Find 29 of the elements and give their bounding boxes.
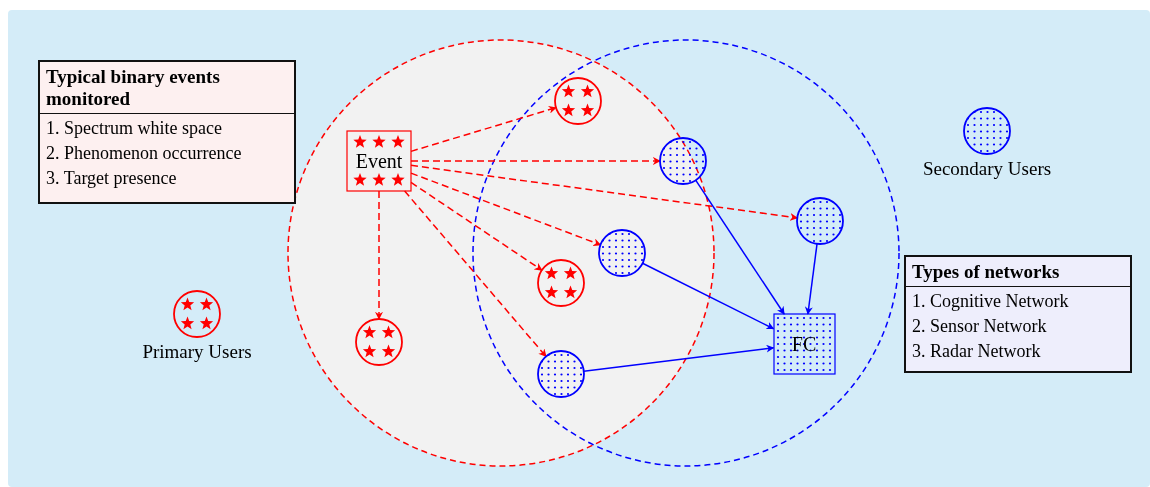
list-item: 2. Sensor Network: [911, 315, 1048, 338]
arrow: [410, 181, 543, 271]
arrow: [375, 190, 383, 320]
node-label: Event: [355, 149, 403, 173]
list-item: 3. Target presence: [45, 167, 178, 190]
primary-user-circle: [555, 78, 601, 124]
table-heading: Types of networks: [906, 257, 1130, 287]
arrow: [410, 164, 798, 221]
list-item: 2. Phenomenon occurrence: [45, 142, 243, 165]
node-label: FC: [791, 332, 817, 356]
arrow: [694, 179, 785, 315]
list-item: 1. Spectrum white space: [45, 117, 223, 140]
legend-label: Secondary Users: [921, 158, 1053, 180]
arrow: [583, 344, 775, 372]
table-heading: Typical binary events monitored: [40, 62, 294, 114]
arrow: [410, 157, 661, 165]
arrow: [403, 190, 547, 358]
arrow: [410, 172, 602, 247]
list-item: 3. Radar Network: [911, 340, 1042, 363]
arrow: [410, 105, 557, 153]
info-table: [38, 60, 296, 204]
info-table: [904, 255, 1132, 373]
legend-label: Primary Users: [141, 341, 253, 363]
list-item: 1. Cognitive Network: [911, 290, 1070, 313]
event-box: [347, 131, 411, 191]
arrow: [641, 262, 775, 330]
primary-user-circle: [356, 319, 402, 365]
primary-user-circle: [538, 260, 584, 306]
arrow: [804, 243, 818, 315]
